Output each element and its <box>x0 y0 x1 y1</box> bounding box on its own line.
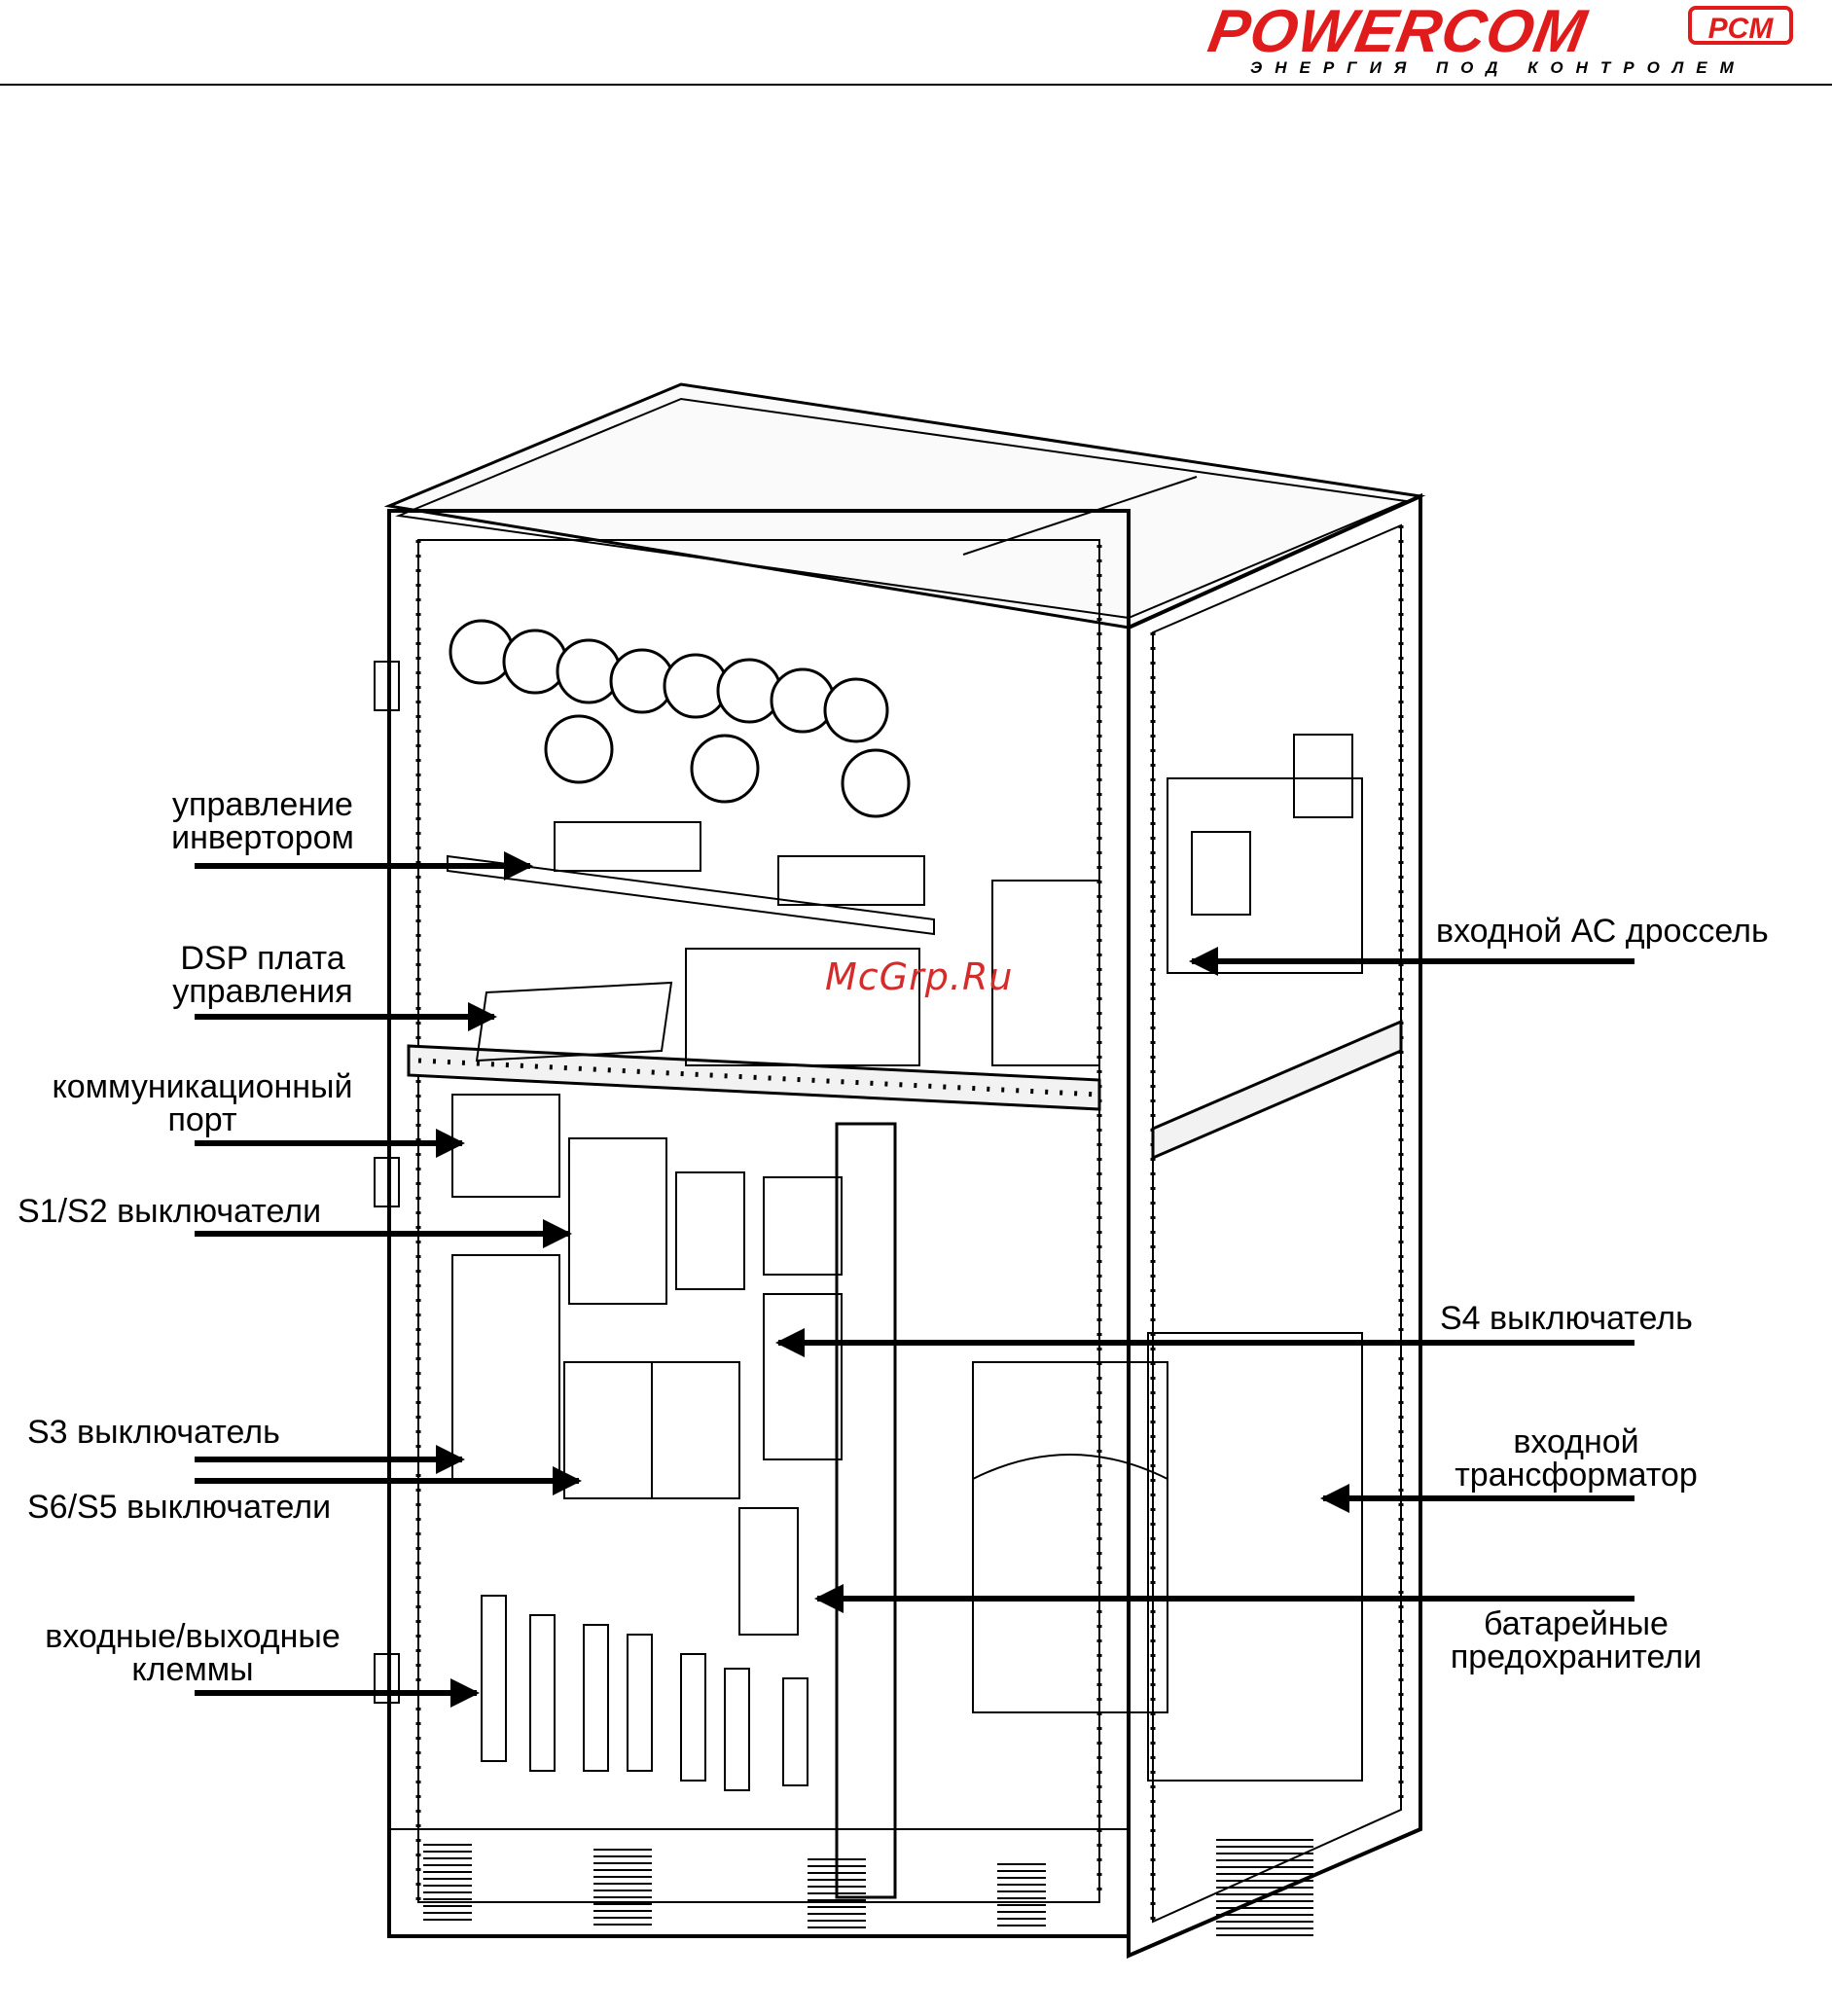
side-panel <box>1129 496 1420 1956</box>
label-comm-port: коммуникационный порт <box>27 1070 377 1136</box>
transformer-drawing <box>973 1362 1167 1712</box>
label-terminals: входные/выходные клеммы <box>27 1620 358 1686</box>
label-battery-fuses: батарейные предохранители <box>1430 1607 1722 1674</box>
base-vents <box>389 1829 1265 1936</box>
label-dsp-board: DSP плата управления <box>146 942 379 1008</box>
label-transformer: входной трансформатор <box>1430 1425 1722 1492</box>
comm-port-panel <box>452 1095 559 1197</box>
ac-choke-drawing <box>1167 778 1362 973</box>
label-s3: S3 выключатель <box>27 1416 280 1449</box>
watermark: McGrp.Ru <box>825 955 1013 998</box>
capacitor-bank <box>450 621 909 816</box>
label-s1s2: S1/S2 выключатели <box>18 1195 321 1228</box>
cabinet-top <box>389 384 1420 628</box>
terminal-block <box>482 1596 808 1790</box>
header-divider <box>0 84 1832 86</box>
logo-wordmark: POWERCOM <box>1204 2 1592 62</box>
powercom-logo: POWERCOM PCM ЭНЕРГИЯ ПОД КОНТРОЛЕМ <box>1209 4 1793 80</box>
dsp-board <box>477 983 671 1061</box>
label-s4: S4 выключатель <box>1440 1302 1693 1335</box>
label-s6s5: S6/S5 выключатели <box>27 1491 331 1524</box>
label-inverter-control: управление инвертором <box>146 788 379 854</box>
label-ac-choke: входной АС дроссель <box>1436 915 1769 948</box>
front-frame <box>389 511 1129 1936</box>
logo-badge: PCM <box>1688 6 1793 45</box>
logo-tagline: ЭНЕРГИЯ ПОД КОНТРОЛЕМ <box>1250 58 1746 78</box>
inner-column <box>837 1124 895 1897</box>
